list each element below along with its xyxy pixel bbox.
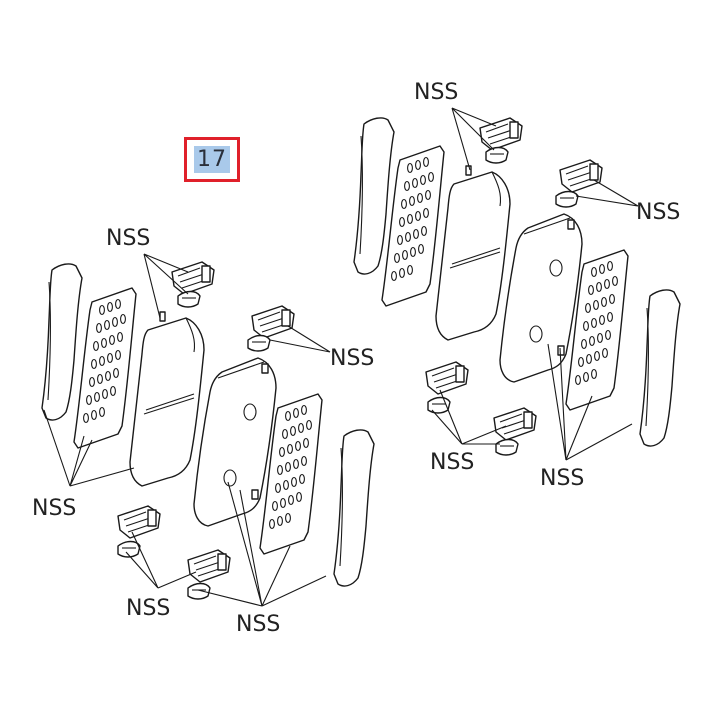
- right-side-clip: [559, 159, 603, 193]
- left-inner-pad: [129, 311, 205, 487]
- right-top-indicator: [485, 146, 509, 164]
- left-bottom-indicator: [187, 582, 211, 600]
- label-left-clip: NSS: [330, 346, 375, 371]
- right-inner-pad: [435, 165, 511, 341]
- left-side-indicator: [247, 334, 271, 352]
- right-bottom-indicator: [495, 438, 519, 456]
- right-top-clip: [479, 117, 523, 151]
- left-side-clip: [251, 305, 295, 339]
- label-right-shims: NSS: [540, 466, 585, 491]
- left-outer-shim-2: [333, 429, 375, 587]
- left-top-clip: [171, 261, 215, 295]
- left-top-indicator: [177, 290, 201, 308]
- right-perforated-shim: [381, 145, 445, 307]
- right-outer-shim-2: [639, 289, 681, 447]
- left-outer-pad: [193, 357, 277, 527]
- right-outer-pad: [499, 213, 583, 383]
- left-perforated-shim: [73, 287, 137, 449]
- label-left-top: NSS: [106, 226, 151, 251]
- label-right-clip: NSS: [636, 200, 681, 225]
- label-right-top: NSS: [414, 80, 459, 105]
- label-left-bottom: NSS: [236, 612, 281, 637]
- right-leader-lines: [431, 107, 639, 461]
- reference-callout[interactable]: 17: [184, 137, 240, 182]
- label-left-shims: NSS: [32, 496, 77, 521]
- right-bottom-clip: [493, 407, 537, 441]
- reference-number: 17: [194, 146, 230, 173]
- label-right-hardware: NSS: [430, 450, 475, 475]
- left-leader-lines: [43, 253, 331, 607]
- left-bottom-clip: [187, 549, 231, 583]
- left-lower-clip: [117, 505, 161, 539]
- right-side-indicator: [555, 190, 579, 208]
- label-left-hardware: NSS: [126, 596, 171, 621]
- left-outer-shim: [41, 263, 83, 421]
- right-lower-clip: [425, 361, 469, 395]
